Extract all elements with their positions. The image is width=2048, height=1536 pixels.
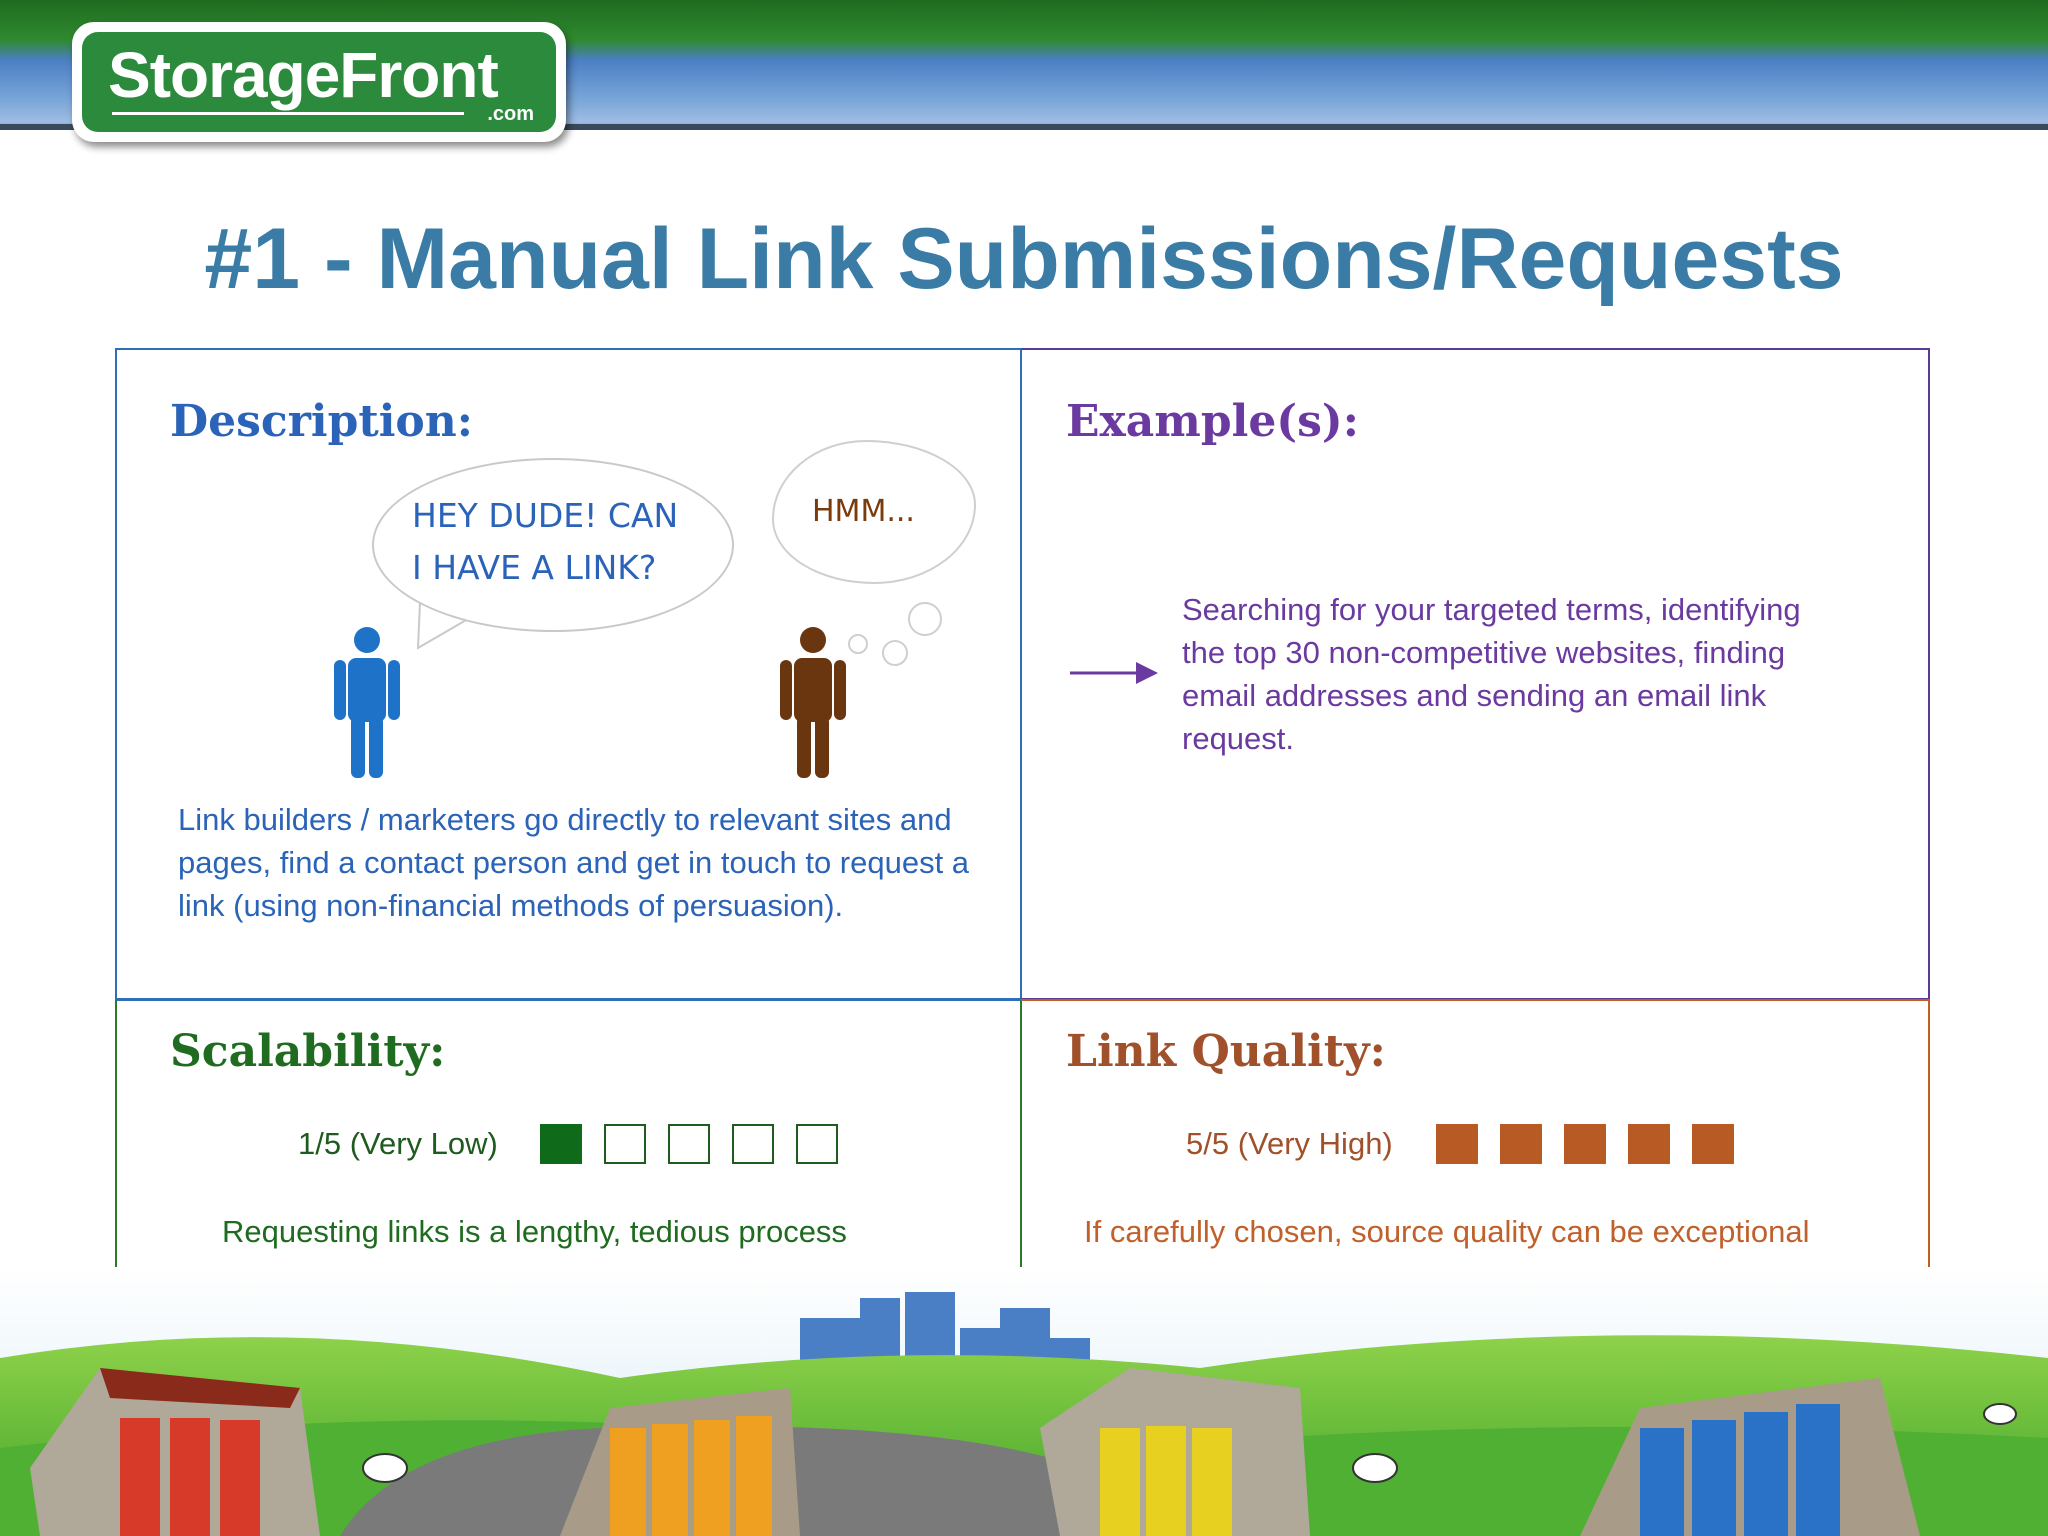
link-quality-rating-box-2 [1500,1124,1542,1164]
description-heading: Description: [170,396,473,447]
link-quality-rating-box-4 [1628,1124,1670,1164]
link-quality-rating-box-5 [1692,1124,1734,1164]
sheep-icons [362,1403,2017,1483]
thought-dot-medium [882,640,908,666]
link-quality-rating-box-3 [1564,1124,1606,1164]
scalability-rating-box-4 [732,1124,774,1164]
link-quality-heading: Link Quality: [1066,1026,1386,1077]
logo-name: StorageFront [108,39,499,111]
thought-bubble [772,440,976,584]
scalability-rating-label: 1/5 (Very Low) [298,1126,498,1161]
scalability-rating-box-3 [668,1124,710,1164]
link-quality-note: If carefully chosen, source quality can … [1084,1214,1810,1249]
logo-suffix: .com [487,103,534,125]
scalability-note: Requesting links is a lengthy, tedious p… [222,1214,847,1249]
right-arrow-icon [1070,662,1158,684]
logo-badge: StorageFront .com [82,32,556,132]
examples-text: Searching for your targeted terms, ident… [1182,592,1801,756]
link-quality-panel [1021,999,1930,1267]
scalability-rating-box-5 [796,1124,838,1164]
speech-line-1: HEY DUDE! CAN [412,496,679,535]
scalability-panel [115,999,1022,1267]
scalability-rating-box-2 [604,1124,646,1164]
storage-building-2 [560,1388,800,1536]
thought-dot-large [908,602,942,636]
storage-building-1 [30,1368,320,1536]
thought-dot-small [848,634,868,654]
thought-bubble-text: HMM... [812,494,915,529]
speech-line-2: I HAVE A LINK? [412,548,657,587]
description-text: Link builders / marketers go directly to… [178,802,970,923]
storage-building-4 [1580,1378,1920,1536]
blue-person-icon [334,627,400,778]
footer-illustration [0,1268,2048,1536]
scalability-heading: Scalability: [170,1026,446,1077]
scalability-rating-box-1 [540,1124,582,1164]
storagefront-logo[interactable]: StorageFront .com [72,22,566,142]
speech-bubble [372,458,734,632]
page-title: #1 - Manual Link Submissions/Requests [204,211,1844,307]
storage-town-illustration [0,1268,2048,1536]
link-quality-rating-label: 5/5 (Very High) [1186,1126,1393,1161]
examples-heading: Example(s): [1066,396,1359,447]
logo-underline [112,112,464,115]
speech-bubble-text: HEY DUDE! CAN I HAVE A LINK? [412,490,712,594]
storage-building-3 [1040,1368,1310,1536]
link-quality-rating-box-1 [1436,1124,1478,1164]
brown-person-icon [780,627,846,778]
